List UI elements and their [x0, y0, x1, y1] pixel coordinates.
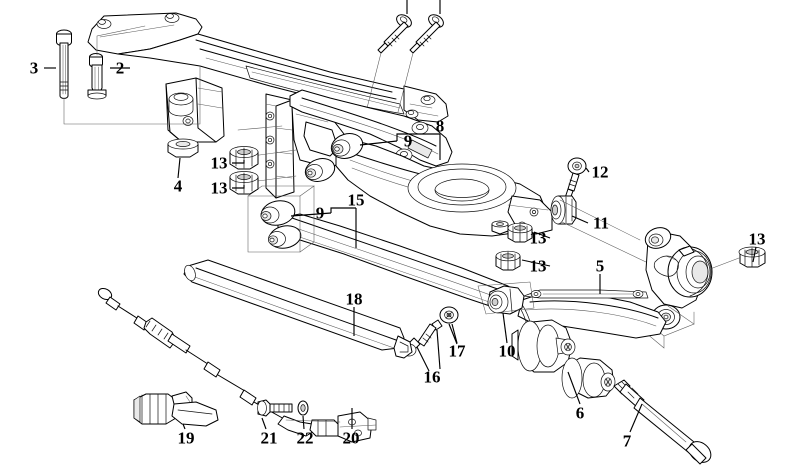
callout-6: 6 [575, 403, 585, 423]
callout-12: 12 [591, 162, 609, 182]
callout-21: 21 [260, 428, 278, 448]
part-11-bushing-sleeve [550, 195, 577, 225]
callout-13-c: 13 [529, 228, 547, 248]
part-17-washer [439, 306, 459, 324]
callout-10: 10 [498, 341, 516, 361]
part-21-hex-bolt [257, 399, 293, 417]
callout-13-a: 13 [210, 153, 228, 173]
upper-right-bolt-pair [365, 0, 444, 113]
callout-9-b: 9 [315, 203, 325, 223]
part-12-collar-bolt [564, 157, 587, 200]
part-13-flange-nut-b [229, 171, 259, 195]
part-4-nut [167, 138, 199, 158]
part-20-handbrake-cable [97, 287, 377, 443]
part-3-long-bolt [56, 29, 72, 99]
part-19-cable-clip [133, 391, 219, 427]
part-13-flange-nut-e [738, 246, 766, 268]
callout-13-b: 13 [210, 178, 228, 198]
callout-2: 2 [115, 58, 125, 78]
callout-8: 8 [435, 116, 445, 136]
callout-18: 18 [345, 289, 363, 309]
part-13-flange-nut-d [495, 250, 521, 271]
part-9-bushing-control-arm [260, 200, 296, 226]
callout-15: 15 [347, 190, 365, 210]
callout-16: 16 [423, 367, 441, 387]
callout-17: 17 [448, 341, 466, 361]
part-2-short-bolt [87, 53, 107, 100]
callout-19: 19 [177, 428, 195, 448]
callout-22: 22 [296, 428, 314, 448]
part-18-stabilizer-bar [183, 259, 413, 359]
part-13-flange-nut-c [507, 222, 533, 243]
callout-4: 4 [173, 176, 183, 196]
callout-13-e: 13 [748, 229, 766, 249]
callout-5: 5 [595, 256, 605, 276]
callout-leaders [44, 67, 757, 433]
callout-20: 20 [342, 428, 360, 448]
callout-11: 11 [592, 213, 610, 233]
callout-3: 3 [29, 58, 39, 78]
part-9-bushing-upper [330, 133, 364, 159]
part-22-washer [297, 400, 309, 416]
part-6-guide-joint [511, 319, 616, 399]
callout-13-d: 13 [529, 256, 547, 276]
part-10-ball-joint-bushing [477, 281, 535, 315]
part-8-trailing-arm [289, 89, 553, 237]
callout-9-a: 9 [403, 131, 413, 151]
part-13-flange-nut-a [229, 146, 259, 170]
part-7-through-bolt [613, 379, 712, 465]
part-9-bushing-lower [304, 158, 336, 182]
part-9-bushing-control-arm-2 [268, 225, 302, 249]
callout-7: 7 [622, 431, 632, 451]
